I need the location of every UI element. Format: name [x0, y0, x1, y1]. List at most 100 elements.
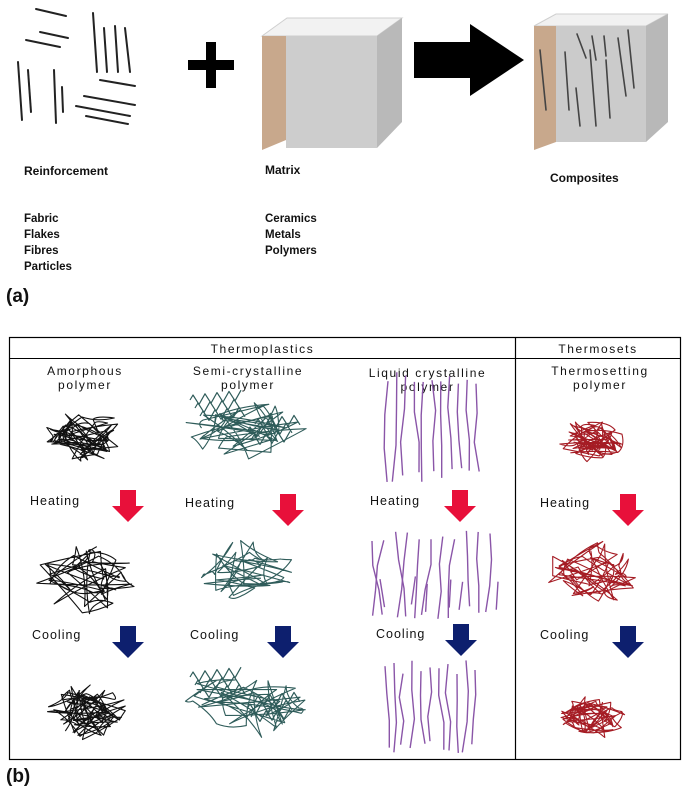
- matrix-item: Ceramics: [265, 213, 317, 225]
- cooling-arrow-icon: [267, 626, 299, 658]
- semicrystalline-chain-initial-lamella: [254, 414, 301, 429]
- liquid-crystalline-chain-cooled: [461, 660, 469, 753]
- liquid-crystalline-chain-cooled: [384, 666, 390, 748]
- liquid-crystalline-chain-initial: [439, 381, 443, 478]
- thermoset-chain-initial: [559, 421, 624, 463]
- liquid-crystalline-chain-heated: [485, 533, 493, 613]
- reinforcement-list: Fabric Flakes Fibres Particles: [24, 211, 72, 275]
- amorphous-chain-heated: [36, 546, 135, 615]
- liquid-crystalline-chain-heated: [447, 539, 456, 618]
- liquid-crystalline-chain-heated: [396, 532, 409, 618]
- semicrystalline-chain-initial-lamella: [250, 431, 291, 445]
- semicrystalline-chain-cooled: [184, 679, 306, 738]
- heating-arrow-icon: [444, 490, 476, 522]
- reinforcement-item: Fibres: [24, 245, 59, 257]
- plus-icon: [188, 42, 234, 88]
- liquid-crystalline-chain-heated: [414, 539, 420, 619]
- liquid-crystalline-chain-heated: [495, 581, 499, 610]
- cooling-label-semicrystalline: Cooling: [190, 628, 240, 642]
- liquid-crystalline-chain-heated: [465, 530, 471, 607]
- cooling-arrow-icon: [445, 624, 477, 656]
- liquid-crystalline-chain-cooled: [419, 671, 426, 744]
- semicrystalline-chain-cooled-lamella: [199, 683, 246, 698]
- liquid-crystalline-chain-heated: [437, 536, 444, 619]
- column-header-liquid-crystalline: Liquid crystalline polymer: [368, 366, 487, 394]
- liquid-crystalline-chain-initial: [399, 375, 407, 476]
- matrix-cube: [260, 17, 404, 150]
- amorphous-chain-cooled: [46, 684, 126, 741]
- semicrystalline-chain-initial-lamella: [199, 406, 246, 421]
- heating-arrow-icon: [112, 490, 144, 522]
- heating-arrow-icon: [272, 494, 304, 526]
- cooling-arrow-icon: [612, 626, 644, 658]
- cooling-label-liquid-crystalline: Cooling: [376, 627, 426, 641]
- semicrystalline-chain-initial-lamella: [189, 389, 242, 405]
- matrix-list: Ceramics Metals Polymers: [265, 211, 317, 259]
- reinforcement-item: Flakes: [24, 229, 60, 241]
- heating-label-thermoset: Heating: [540, 496, 591, 510]
- column-header-semicrystalline: Semi-crystalline polymer: [192, 364, 304, 392]
- column-header-thermosetting: Thermosetting polymer: [551, 364, 649, 392]
- semicrystalline-chain-cooled-lamella: [254, 691, 301, 706]
- reinforcement-label: Reinforcement: [24, 164, 109, 178]
- heating-label-liquid-crystalline: Heating: [370, 494, 421, 508]
- liquid-crystalline-chain-heated: [394, 531, 407, 617]
- panel-a-tag: (a): [6, 286, 30, 307]
- liquid-crystalline-chain-initial: [391, 372, 398, 482]
- thermosets-header: Thermosets: [558, 342, 638, 356]
- semicrystalline-chain-initial: [185, 402, 307, 460]
- semicrystalline-chain-heated: [200, 540, 293, 599]
- liquid-crystalline-chain-initial: [383, 381, 389, 482]
- thermoplastics-header: Thermoplastics: [210, 342, 315, 356]
- semicrystalline-chain-cooled-lamella: [189, 666, 242, 682]
- composites-label: Composites: [550, 171, 619, 185]
- amorphous-chain-initial: [46, 413, 119, 462]
- liquid-crystalline-chain-cooled: [393, 662, 398, 753]
- semicrystalline-chain-initial-lamella: [246, 422, 293, 437]
- matrix-item: Polymers: [265, 245, 317, 257]
- semicrystalline-chain-initial-lamella: [194, 398, 241, 413]
- liquid-crystalline-chain-initial: [473, 383, 480, 472]
- thermoset-chain-cooled: [560, 696, 626, 739]
- cooling-arrow-icon: [112, 626, 144, 658]
- reinforcement-item: Particles: [24, 261, 72, 273]
- liquid-crystalline-chain-cooled: [471, 669, 477, 745]
- heating-label-semicrystalline: Heating: [185, 496, 236, 510]
- liquid-crystalline-chain-initial: [413, 381, 420, 473]
- cooling-label-amorphous: Cooling: [32, 628, 82, 642]
- liquid-crystalline-chain-heated: [458, 581, 464, 610]
- liquid-crystalline-chain-heated: [476, 531, 480, 613]
- reinforcement-fibres: [17, 8, 136, 125]
- liquid-crystalline-chain-heated: [410, 576, 417, 605]
- liquid-crystalline-chain-heated: [420, 539, 432, 615]
- semicrystalline-chain-cooled-lamella: [250, 708, 291, 722]
- arrow-right-icon: [414, 24, 524, 96]
- matrix-item: Metals: [265, 229, 301, 241]
- liquid-crystalline-chain-cooled: [427, 667, 433, 742]
- heating-label-amorphous: Heating: [30, 494, 81, 508]
- liquid-crystalline-chain-heated: [448, 579, 452, 608]
- liquid-crystalline-chain-cooled: [398, 673, 405, 745]
- reinforcement-item: Fabric: [24, 213, 59, 225]
- matrix-label: Matrix: [265, 163, 301, 177]
- liquid-crystalline-chain-initial: [447, 376, 453, 470]
- column-header-amorphous: Amorphous polymer: [47, 364, 123, 392]
- composites-cube: [533, 13, 669, 150]
- liquid-crystalline-chain-initial: [431, 380, 437, 472]
- liquid-crystalline-chain-heated: [379, 578, 386, 608]
- cooling-label-thermoset: Cooling: [540, 628, 590, 642]
- panel-b-tag: (b): [6, 766, 31, 787]
- liquid-crystalline-chain-cooled: [444, 664, 452, 751]
- panel-a-graphic: [17, 8, 669, 150]
- liquid-crystalline-chain-heated: [371, 540, 385, 616]
- liquid-crystalline-chain-initial: [420, 381, 424, 482]
- liquid-crystalline-chain-cooled: [409, 660, 416, 749]
- liquid-crystalline-chain-cooled: [456, 673, 459, 753]
- liquid-crystalline-chain-initial: [456, 383, 463, 469]
- liquid-crystalline-chain-initial: [465, 379, 471, 471]
- thermoset-chain-heated: [548, 540, 636, 602]
- semicrystalline-chain-cooled-lamella: [246, 699, 293, 714]
- liquid-crystalline-chain-cooled: [438, 668, 445, 750]
